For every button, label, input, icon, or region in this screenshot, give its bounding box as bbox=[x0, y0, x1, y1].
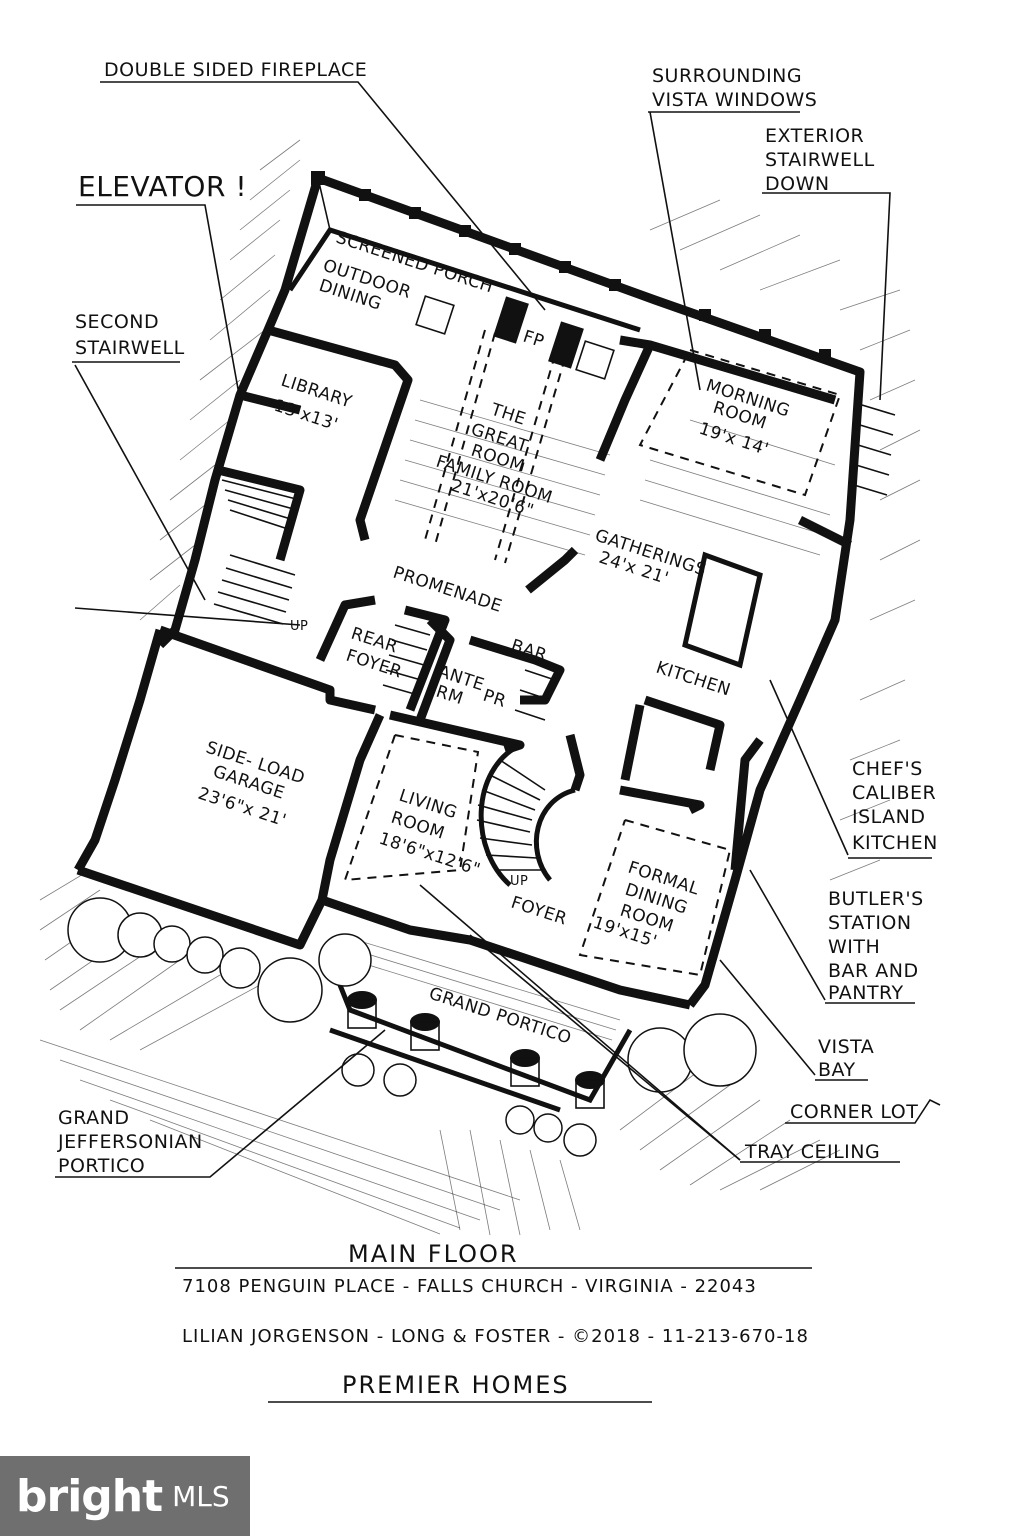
label-up-stair: UP bbox=[290, 619, 308, 634]
bright-mls-logo: bright MLS bbox=[0, 1456, 250, 1536]
callout-chefs-line1: CHEF'S bbox=[852, 758, 923, 780]
title-block: MAIN FLOOR 7108 PENGUIN PLACE - FALLS CH… bbox=[175, 1240, 812, 1403]
title-agent: LILIAN JORGENSON - LONG & FOSTER - ©2018… bbox=[182, 1326, 809, 1347]
callouts: DOUBLE SIDED FIREPLACE SURROUNDING VISTA… bbox=[57, 59, 938, 1177]
label-kitchen: KITCHEN bbox=[653, 658, 733, 701]
callout-butlers-line3: WITH bbox=[828, 936, 880, 958]
callout-vista-windows-line1: SURROUNDING bbox=[652, 65, 802, 87]
callout-second-stairwell-line2: STAIRWELL bbox=[75, 337, 185, 359]
label-up-foyer: UP bbox=[510, 874, 528, 889]
title-main-floor: MAIN FLOOR bbox=[348, 1240, 519, 1268]
callout-exterior-stairwell-line3: DOWN bbox=[765, 173, 830, 195]
title-address: 7108 PENGUIN PLACE - FALLS CHURCH - VIRG… bbox=[182, 1276, 757, 1297]
callout-jeffersonian-line3: PORTICO bbox=[58, 1155, 145, 1177]
callout-butlers-line2: STATION bbox=[828, 912, 912, 934]
callout-corner-lot: CORNER LOT bbox=[790, 1101, 918, 1123]
callout-leader-lines bbox=[55, 81, 941, 1178]
label-grand-portico: GRAND PORTICO bbox=[426, 984, 573, 1049]
callout-chefs-line2: CALIBER bbox=[852, 782, 936, 804]
logo-mls-text: MLS bbox=[172, 1479, 230, 1513]
room-labels: SCREENED PORCH OUTDOOR DINING LIBRARY 13… bbox=[195, 228, 792, 1049]
callout-butlers-line4: BAR AND bbox=[828, 960, 919, 982]
label-fp: FP bbox=[520, 327, 546, 353]
callout-jeffersonian-line1: GRAND bbox=[58, 1107, 130, 1129]
callout-chefs-line4: KITCHEN bbox=[852, 832, 938, 854]
logo-bright-text: bright bbox=[16, 1470, 163, 1522]
house-walls bbox=[74, 171, 896, 1113]
callout-exterior-stairwell-line1: EXTERIOR bbox=[765, 125, 864, 147]
portico-columns bbox=[347, 991, 605, 1109]
callout-exterior-stairwell-line2: STAIRWELL bbox=[765, 149, 875, 171]
callout-second-stairwell-line1: SECOND bbox=[75, 311, 159, 333]
callout-chefs-line3: ISLAND bbox=[852, 806, 926, 828]
callout-butlers-line5: PANTRY bbox=[828, 982, 904, 1004]
callout-vista-bay-line1: VISTA bbox=[818, 1036, 874, 1058]
shrubs bbox=[67, 897, 757, 1157]
callout-vista-windows-line2: VISTA WINDOWS bbox=[652, 89, 817, 111]
callout-vista-bay-line2: BAY bbox=[818, 1059, 856, 1081]
callout-tray-ceiling: TRAY CEILING bbox=[744, 1141, 880, 1163]
title-brand: PREMIER HOMES bbox=[342, 1371, 570, 1399]
callout-double-sided-fireplace: DOUBLE SIDED FIREPLACE bbox=[104, 59, 367, 81]
callout-elevator: ELEVATOR ! bbox=[78, 170, 247, 203]
label-foyer: FOYER bbox=[508, 893, 569, 930]
label-pr: PR bbox=[480, 686, 508, 712]
callout-jeffersonian-line2: JEFFERSONIAN bbox=[57, 1131, 203, 1153]
callout-butlers-line1: BUTLER'S bbox=[828, 888, 924, 910]
